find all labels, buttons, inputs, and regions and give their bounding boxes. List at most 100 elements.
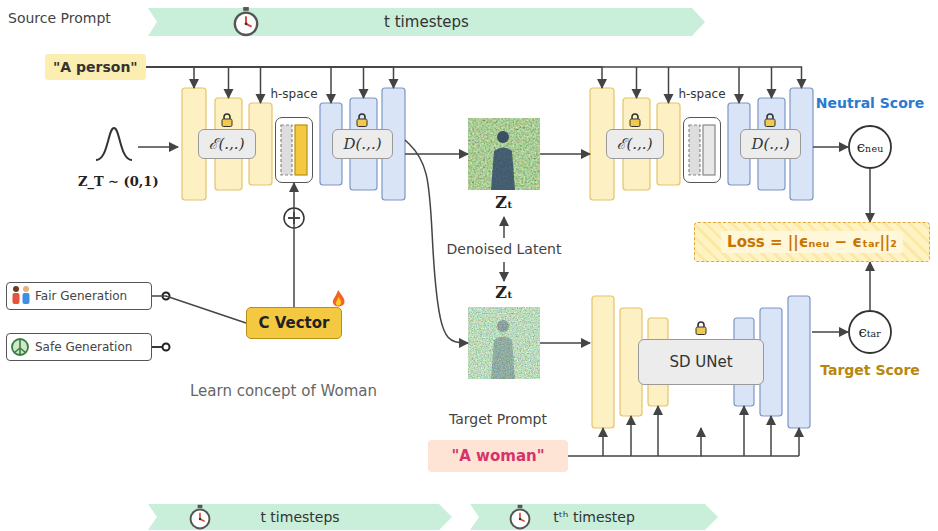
lock-icons	[222, 114, 775, 335]
encoder-label: ℰ(.,.)	[606, 129, 663, 159]
peace-icon	[12, 339, 28, 355]
band-label: t timesteps	[384, 13, 469, 31]
score-symbol: ϵₜₐᵣ	[858, 323, 881, 341]
connector	[813, 146, 848, 148]
timestep-band: t timesteps	[148, 504, 452, 530]
connector	[146, 67, 602, 88]
loss-box: Loss = ||ϵₙₑᵤ − ϵₜₐᵣ||₂	[694, 222, 930, 262]
sd-unet-bars	[592, 296, 810, 428]
band-label: tᵗʰ timestep	[553, 509, 635, 526]
switch	[152, 293, 170, 351]
h-space-vector	[703, 125, 715, 175]
band-fill	[470, 504, 718, 530]
h-space-slot	[689, 125, 700, 175]
connector	[152, 296, 246, 323]
prompt-rise	[602, 428, 604, 456]
band-fill	[148, 8, 705, 36]
latent-image-bottom	[468, 307, 540, 379]
encoder-block: ℰ(.,.)	[182, 88, 272, 200]
connector	[146, 67, 802, 88]
prompt-box: Target Prompt"A woman"	[428, 440, 568, 472]
latent-label: Zₜ	[495, 283, 513, 302]
decoder-label: D(.,.)	[332, 129, 392, 159]
lock-icon	[765, 114, 775, 127]
latent-image: Zₜ	[468, 307, 540, 379]
connector	[869, 169, 871, 222]
connector	[293, 183, 295, 307]
prompt-drop	[738, 67, 740, 103]
connector	[540, 153, 590, 155]
circle-outline	[849, 311, 891, 353]
prompt-rise	[657, 406, 659, 456]
latent-image-top	[468, 118, 540, 190]
option-box: Safe Generation	[6, 333, 152, 361]
h-space-slot	[281, 125, 292, 175]
score-symbol: ϵₙₑᵤ	[857, 138, 884, 156]
lock-icon	[357, 114, 367, 127]
option-label: Safe Generation	[35, 340, 132, 354]
circle-outline	[849, 126, 891, 168]
prompt-text: "A woman"	[451, 447, 544, 465]
prompt-wire	[701, 455, 799, 457]
latent-label: Zₜ	[495, 193, 513, 212]
gaussian-curve	[96, 128, 132, 160]
prompt-rise	[630, 416, 632, 456]
gaussian-noise	[96, 128, 178, 160]
prompt-drop	[330, 67, 332, 103]
prompt-rise	[798, 428, 800, 456]
decoder-block: D(.,.)	[728, 88, 813, 200]
unet-block: SD UNet	[590, 296, 812, 428]
decoder-label: D(.,.)	[740, 129, 800, 159]
fair-icon	[13, 286, 30, 304]
lock-icon	[222, 114, 232, 127]
connector	[146, 67, 394, 88]
prompt-drop	[636, 67, 638, 98]
encoder-layer	[592, 296, 614, 428]
connector	[146, 67, 194, 88]
lock-icon	[696, 322, 706, 335]
encoder-block: ℰ(.,.)	[590, 88, 680, 200]
connector	[568, 428, 701, 456]
prompt-drop	[668, 67, 670, 103]
decoder-layer	[788, 296, 810, 428]
note-label: Learn concept of Woman	[190, 382, 377, 400]
connector	[869, 262, 871, 310]
score-circle: ϵₜₐᵣTarget Score	[848, 310, 892, 354]
prompt-rise	[770, 416, 772, 456]
prompt-drop	[771, 67, 773, 98]
h-space-label: h-space	[270, 87, 317, 101]
decoder-block: D(.,.)	[320, 88, 405, 200]
prompt-heading: Source Prompt	[8, 10, 111, 27]
prompt-rise	[743, 406, 745, 456]
connector	[405, 153, 468, 155]
prompt-drop	[228, 67, 230, 98]
unet-right-bars	[590, 88, 813, 200]
concept-vector-box: C Vector	[246, 307, 342, 339]
unet-label: SD UNet	[638, 339, 763, 385]
score-heading: Neutral Score	[816, 95, 924, 112]
note-label: Denoised Latent	[434, 241, 574, 258]
encoder-label: ℰ(.,.)	[198, 129, 255, 159]
prompt-drop	[363, 67, 365, 98]
connector	[540, 342, 590, 344]
input-arrow	[138, 146, 178, 148]
noise-label: Z_T ∼ (0,1)	[78, 174, 159, 190]
band-fill	[148, 504, 452, 530]
option-box: Fair Generation	[6, 282, 152, 310]
h-space-block: h-space	[275, 117, 313, 183]
prompt-box: Source Prompt"A person"	[45, 54, 146, 80]
flame-icon	[333, 290, 345, 307]
vector-label: C Vector	[259, 314, 330, 332]
lock-icon	[630, 114, 640, 127]
loss-formula: Loss = ||ϵₙₑᵤ − ϵₜₐᵣ||₂	[721, 231, 903, 253]
score-circle: Neutral Scoreϵₙₑᵤ	[848, 125, 892, 169]
timestep-band: tᵗʰ timestep	[470, 504, 718, 530]
prompt-text: "A person"	[53, 59, 138, 76]
prompt-drop	[260, 67, 262, 103]
latent-image: Zₜ	[468, 118, 540, 190]
band-label: t timesteps	[260, 509, 339, 526]
h-space-vector	[295, 125, 307, 175]
score-heading: Target Score	[820, 362, 920, 379]
option-label: Fair Generation	[35, 289, 127, 303]
